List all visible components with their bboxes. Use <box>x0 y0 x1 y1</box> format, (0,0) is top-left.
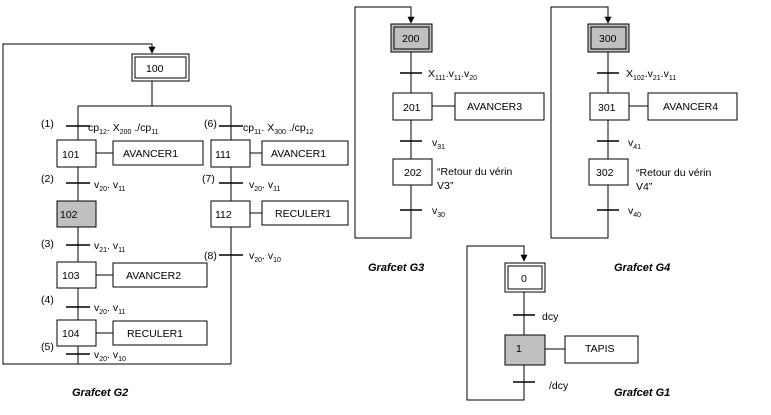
g2-receptivity-8: v20. v10 <box>249 250 281 264</box>
g2-transition-number-8: (8) <box>204 250 217 262</box>
g2-step-103-label: 103 <box>62 270 80 282</box>
g2-transition-number-4: (4) <box>41 294 54 306</box>
g4-action-302-text-line1: “Retour du vérin <box>636 167 711 179</box>
g1-step-1-active <box>504 334 546 366</box>
g4-loop-line <box>550 6 612 239</box>
g2-transition-number-2: (2) <box>41 173 54 185</box>
g2-action-103-label: AVANCER2 <box>126 270 181 282</box>
g2-transition-number-1: (1) <box>41 118 54 130</box>
g3-step-200-inner <box>393 26 430 50</box>
g2-action-101-label: AVANCER1 <box>123 148 178 160</box>
g3-receptivity-2: v31 <box>432 137 445 151</box>
g4-step-301-label: 301 <box>598 102 616 114</box>
g2-action-101 <box>112 140 204 166</box>
grafcet-g3: 200 X111.v11.v20 201 AVANCER3 v31 202 “R… <box>354 6 545 274</box>
g2-action-104-label: RECULER1 <box>127 328 183 340</box>
g2-step-104 <box>56 319 97 347</box>
g4-action-301-label: AVANCER4 <box>663 101 718 113</box>
g2-step-112 <box>210 200 251 228</box>
g2-receptivity-5: v20. v10 <box>94 349 126 363</box>
g2-loop-line <box>2 43 156 365</box>
g2-step-104-label: 104 <box>62 328 80 340</box>
g2-transition-number-5: (5) <box>41 341 54 353</box>
g2-step-101-label: 101 <box>62 149 80 161</box>
g2-action-112 <box>261 200 349 226</box>
g4-step-302-label: 302 <box>596 167 614 179</box>
g3-action-201 <box>454 92 545 121</box>
g2-action-111 <box>261 140 349 166</box>
g3-step-201-label: 201 <box>403 102 421 114</box>
g3-step-200-label: 200 <box>402 33 420 45</box>
g4-action-301 <box>647 92 738 121</box>
g1-step-0-label: 0 <box>521 273 527 285</box>
g2-step-103 <box>56 261 97 289</box>
g2-step-102-active <box>56 200 97 228</box>
g3-action-202-text-line1: “Retour du vérin <box>437 166 512 178</box>
g2-title: Grafcet G2 <box>72 387 128 399</box>
g2-transition-number-7: (7) <box>202 173 215 185</box>
g1-action-1 <box>564 335 639 364</box>
g1-step-0-inner <box>507 265 543 290</box>
g2-step-102-label: 102 <box>60 209 78 221</box>
g2-receptivity-7: v20. v11 <box>249 179 281 193</box>
g2-receptivity-3: v21. v11 <box>94 240 126 254</box>
g1-action-1-label: TAPIS <box>585 343 615 355</box>
g2-action-111-label: AVANCER1 <box>271 148 326 160</box>
g3-receptivity-1: X111.v11.v20 <box>428 68 477 82</box>
g2-step-111-label: 111 <box>215 149 231 161</box>
grafcet-g4: 300 X102.v21.v11 301 AVANCER4 v41 302 “R… <box>550 6 738 274</box>
g3-action-202-text-line2: V3” <box>437 180 454 192</box>
g3-step-201 <box>392 92 433 121</box>
g4-step-302 <box>588 158 629 186</box>
g4-title: Grafcet G4 <box>614 262 670 274</box>
g2-action-103 <box>112 262 208 288</box>
g2-step-100-inner <box>134 56 187 79</box>
g3-receptivity-3: v30 <box>432 205 445 219</box>
g3-action-201-label: AVANCER3 <box>467 101 522 113</box>
g3-step-202 <box>392 158 433 186</box>
g2-step-101 <box>56 139 97 168</box>
g4-receptivity-3: v40 <box>628 205 641 219</box>
g4-receptivity-2: v41 <box>628 137 641 151</box>
g2-step-112-label: 112 <box>215 209 232 221</box>
g2-receptivity-1: cp12. X200 ./cp11 <box>88 122 159 136</box>
g2-step-100-label: 100 <box>146 63 164 75</box>
g2-receptivity-2: v20. v11 <box>94 179 126 193</box>
g1-receptivity-1: dcy <box>542 311 559 323</box>
g2-transition-number-3: (3) <box>41 238 54 250</box>
g2-receptivity-4: v20. v11 <box>94 302 126 316</box>
g2-action-112-label: RECULER1 <box>275 208 331 220</box>
g4-step-300-inner <box>590 26 627 50</box>
g1-receptivity-2: /dcy <box>549 380 569 392</box>
g2-receptivity-6: cp11. X300 ./cp12 <box>243 122 314 136</box>
g1-step-1-label: 1 <box>516 343 522 355</box>
g4-step-300-label: 300 <box>599 33 617 45</box>
grafcet-g2: 100 (1) cp12. X200 ./cp11 101 AVANCER1 (… <box>2 43 349 399</box>
g4-action-302-text-line2: V4” <box>636 181 653 193</box>
g4-receptivity-1: X102.v21.v11 <box>626 68 676 82</box>
g2-action-104 <box>112 320 208 346</box>
g3-step-202-label: 202 <box>404 167 422 179</box>
g2-transition-number-6: (6) <box>204 118 217 130</box>
g1-title: Grafcet G1 <box>614 387 670 399</box>
grafcet-g1: 0 dcy 1 TAPIS /dcy Grafcet G1 <box>466 245 670 401</box>
g3-title: Grafcet G3 <box>368 262 424 274</box>
g3-loop-line <box>354 6 415 239</box>
g1-loop-line <box>466 245 528 401</box>
